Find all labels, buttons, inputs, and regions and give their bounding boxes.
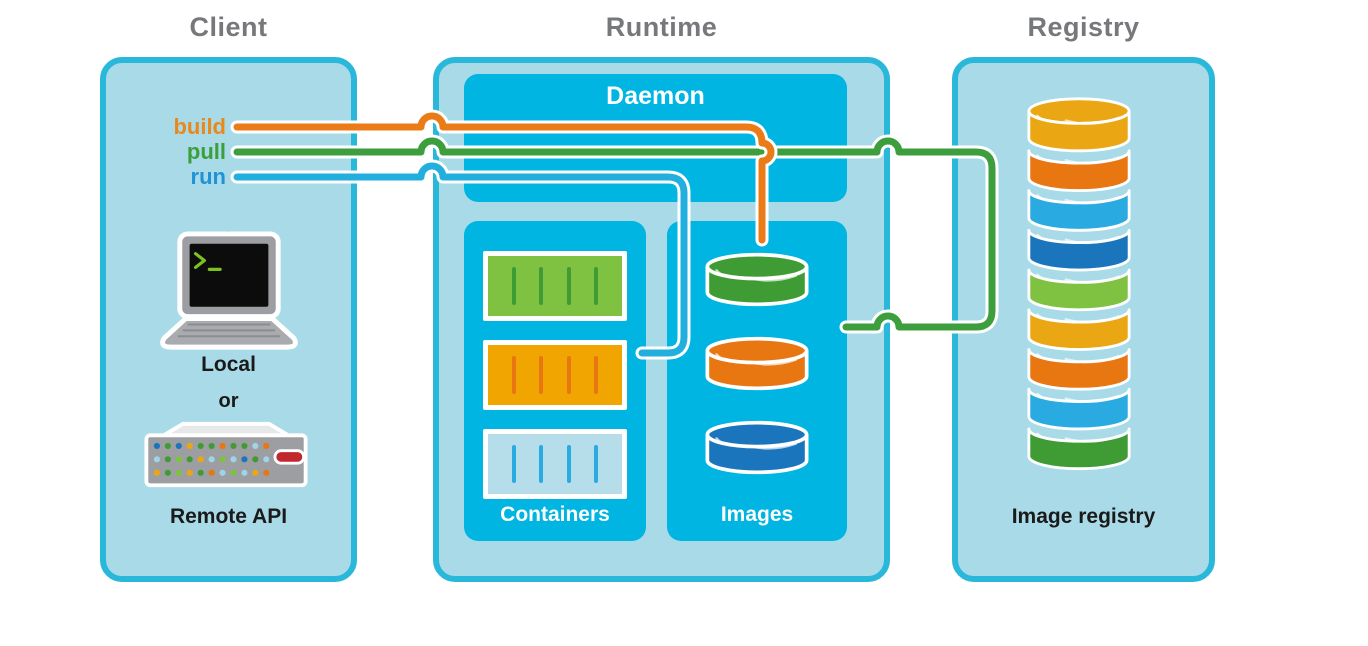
remote-api-label: Remote API <box>169 505 288 528</box>
container-tick <box>566 445 571 483</box>
command-label-pull: pull <box>186 139 226 164</box>
server-slot-icon <box>273 449 306 465</box>
container-tick <box>539 267 544 305</box>
containers-label: Containers <box>500 503 610 526</box>
container-tick <box>539 445 544 483</box>
local-label: Local <box>201 353 256 376</box>
image-cylinder-icon <box>705 252 809 307</box>
registry-stack-icon <box>1027 97 1131 471</box>
containers-list <box>464 251 646 499</box>
runtime-title: Runtime <box>605 12 718 42</box>
images-list <box>667 251 847 476</box>
images-box: Images <box>667 221 847 541</box>
container-tick <box>566 267 571 305</box>
server-icon <box>144 421 308 488</box>
daemon-label: Daemon <box>606 82 705 110</box>
terminal-prompt-icon <box>193 252 222 271</box>
container-tick <box>511 267 516 305</box>
laptop-terminal-icon <box>160 230 298 350</box>
command-label-run: run <box>190 164 226 189</box>
daemon-box: Daemon <box>464 74 847 202</box>
container-tick <box>511 445 516 483</box>
container-icon <box>483 429 627 499</box>
container-icon <box>483 340 627 410</box>
image-cylinder-icon <box>705 420 809 475</box>
image-cylinder-icon <box>705 336 809 391</box>
command-label-build: build <box>173 114 226 139</box>
container-icon <box>483 251 627 321</box>
client-panel: build pull run Local or Remote API <box>100 57 357 582</box>
or-label: or <box>218 390 239 412</box>
container-tick <box>566 356 571 394</box>
images-label: Images <box>720 503 794 526</box>
client-title: Client <box>189 12 268 42</box>
container-tick <box>539 356 544 394</box>
container-tick <box>594 356 599 394</box>
container-tick <box>511 356 516 394</box>
container-tick <box>594 267 599 305</box>
containers-box: Containers <box>464 221 646 541</box>
registry-panel: Image registry <box>952 57 1215 582</box>
runtime-panel: Daemon Containers Images <box>433 57 890 582</box>
registry-stack <box>1026 95 1132 486</box>
server-dots <box>153 442 270 476</box>
container-tick <box>594 445 599 483</box>
registry-title: Registry <box>1027 12 1140 42</box>
image-registry-label: Image registry <box>1011 505 1156 528</box>
